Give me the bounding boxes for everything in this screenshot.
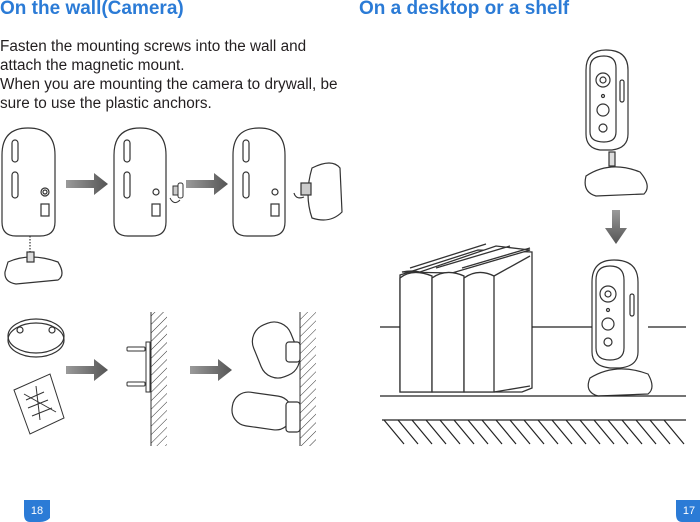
instruction-fasten: Fasten the mounting screws into the wall… [0,38,307,74]
camera-back-1 [1,127,56,252]
arrow-right-icon [190,359,232,381]
page-number-left: 18 [30,505,44,517]
screw-icon [169,182,184,204]
page-badge-left [24,500,50,522]
instruction-drywall: When you are mounting the camera to dryw… [0,76,338,112]
magnetic-mount-base-2 [584,166,648,197]
arrow-right-icon [66,173,108,195]
books-icon [399,243,533,393]
magnetic-mount-icon [7,318,65,358]
wall-section-1 [150,312,167,446]
page-badge-right [676,500,700,522]
camera-back-2 [113,127,167,237]
magnetic-mount-base-1 [4,251,63,285]
camera-mounted-wall [231,321,301,433]
left-heading: On the wall(Camera) [0,0,184,19]
shelf-icon [380,326,686,445]
wall-section-2 [299,312,316,446]
camera-illustration [585,49,629,167]
camera-back-3 [232,127,286,237]
wall-mount-instructions: Fasten the mounting screws into the wall… [0,37,345,113]
right-heading: On a desktop or a shelf [359,0,570,19]
screw-pack-icon [13,373,65,435]
page-number-right: 17 [682,505,696,517]
arrow-right-icon [66,359,108,381]
magnetic-mount-side [293,162,343,221]
wall-anchor-icon [126,341,151,393]
arrow-right-icon [186,173,228,195]
arrow-down-icon [605,210,627,244]
camera-on-shelf [587,259,653,397]
